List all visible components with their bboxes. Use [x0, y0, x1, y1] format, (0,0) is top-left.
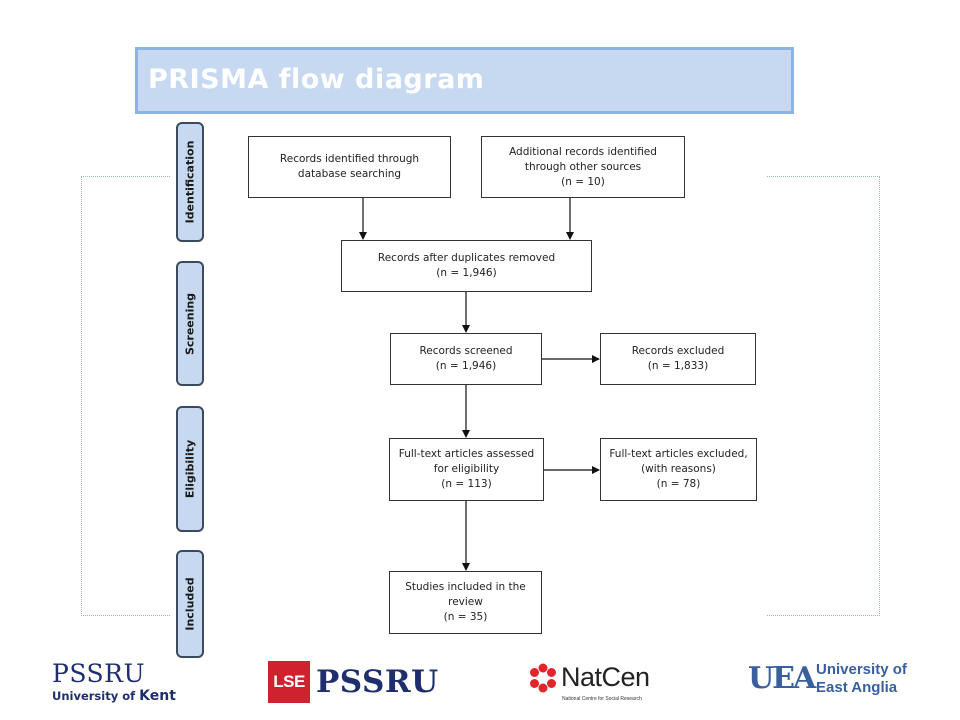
box-text: for eligibility: [433, 463, 500, 475]
box-count: (n = 1,946): [435, 360, 497, 372]
box-count: (n = 1,946): [436, 267, 497, 279]
stage-label-screening: Screening: [183, 292, 197, 355]
natcen-logo: NatCen National Centre for Social Resear…: [528, 660, 668, 708]
page-title: PRISMA flow diagram: [148, 64, 485, 95]
box-text: database searching: [297, 168, 402, 180]
box-fulltext-assessed: Full-text articles assessed for eligibil…: [389, 438, 544, 501]
kent-brand: Kent: [139, 688, 176, 704]
box-count: (n = 35): [443, 611, 488, 623]
box-count: (n = 78): [656, 478, 701, 490]
box-text: review: [448, 596, 483, 608]
natcen-subtitle: National Centre for Social Research: [562, 696, 642, 702]
box-duplicates-removed: Records after duplicates removed (n = 1,…: [341, 240, 592, 292]
box-other-sources: Additional records identified through ot…: [481, 136, 685, 198]
box-text: (with reasons): [641, 463, 716, 475]
box-fulltext-excluded: Full-text articles excluded, (with reaso…: [600, 438, 757, 501]
stage-label-identification: Identification: [183, 140, 197, 224]
natcen-flower-icon: [530, 663, 556, 693]
box-text: Records after duplicates removed: [377, 252, 556, 264]
box-records-screened: Records screened (n = 1,946): [390, 333, 542, 385]
stage-identification: Identification: [176, 122, 204, 242]
box-records-excluded: Records excluded (n = 1,833): [600, 333, 756, 385]
kent-line: University of Kent: [52, 688, 176, 704]
lse-pssru-logo: LSE PSSRU: [268, 661, 438, 703]
natcen-wordmark: NatCen: [561, 662, 650, 692]
box-studies-included: Studies included in the review (n = 35): [389, 571, 542, 634]
uea-line2: East Anglia: [816, 679, 898, 696]
pssru-wordmark: PSSRU: [52, 659, 146, 688]
box-text: Additional records identified: [509, 145, 657, 158]
uea-logo: UEA University of East Anglia: [748, 660, 918, 702]
box-count: (n = 113): [441, 478, 492, 490]
stage-screening: Screening: [176, 261, 204, 386]
stage-label-eligibility: Eligibility: [183, 439, 197, 499]
uea-line1: University of: [816, 661, 907, 678]
lse-wordmark: LSE: [273, 672, 305, 691]
box-text: Full-text articles assessed: [398, 448, 535, 460]
box-text: Studies included in the: [405, 581, 526, 593]
pssru-kent-logo: PSSRU University of Kent: [52, 659, 176, 710]
box-count: (n = 1,833): [647, 360, 709, 372]
box-text: through other sources: [524, 160, 642, 173]
uea-mark: UEA: [748, 661, 816, 696]
stage-eligibility: Eligibility: [176, 406, 204, 532]
stage-label-included: Included: [183, 577, 197, 631]
box-text: Records identified through: [279, 153, 420, 165]
box-database-search: Records identified through database sear…: [248, 136, 451, 198]
stage-included: Included: [176, 550, 204, 658]
lse-mark: LSE: [268, 661, 310, 703]
lse-pssru-wordmark: PSSRU: [316, 664, 439, 700]
box-count: (n = 10): [561, 175, 605, 188]
box-text: Records screened: [419, 345, 513, 357]
title-bar: PRISMA flow diagram: [135, 47, 794, 114]
box-text: Records excluded: [631, 345, 725, 357]
box-text: Full-text articles excluded,: [609, 448, 748, 460]
kent-prefix: University of: [52, 689, 140, 703]
